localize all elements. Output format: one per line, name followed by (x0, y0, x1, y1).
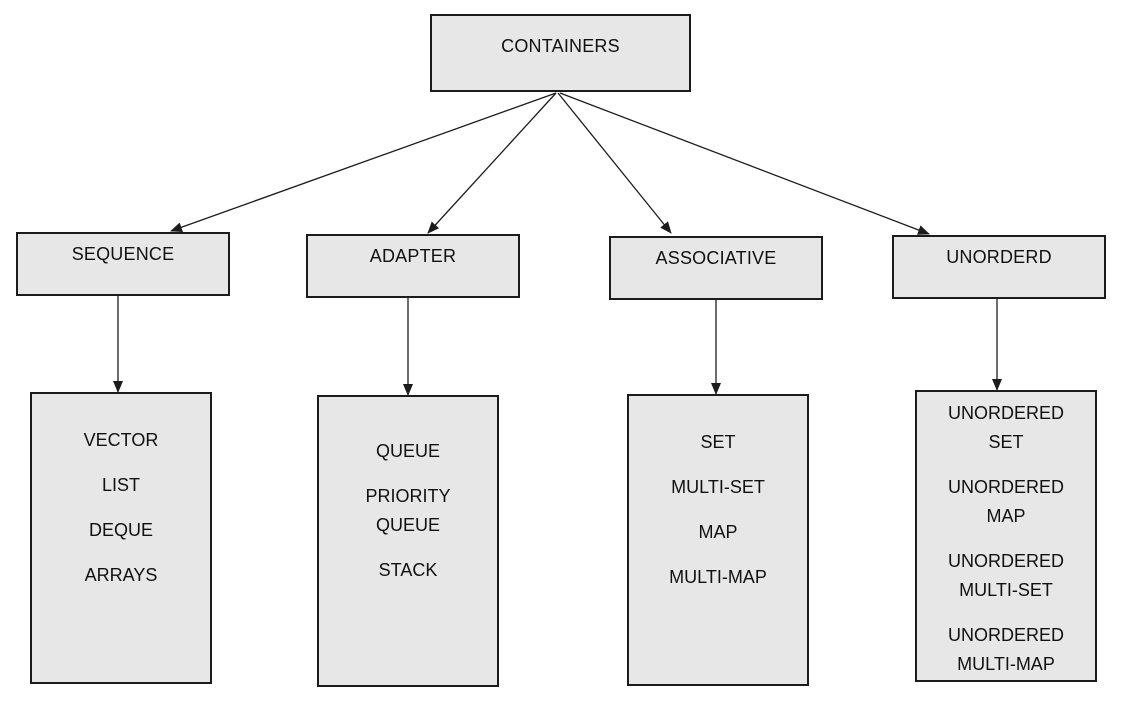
list-item: UNORDERED MULTI-MAP (947, 625, 1064, 674)
list-item: SET (700, 432, 736, 452)
list-item: QUEUE (375, 441, 440, 461)
list-item: STACK (378, 560, 438, 580)
list-item: LIST (101, 475, 140, 495)
category-node-unordered: UNORDERD (892, 235, 1106, 299)
list-item: MULTI-MAP (669, 567, 767, 587)
list-item: VECTOR (83, 430, 159, 450)
category-node-adapter: ADAPTER (306, 234, 520, 298)
root-node: CONTAINERS (430, 14, 691, 92)
unordered-items-box: UNORDERED SET UNORDERED MAP UNORDERED MU… (915, 390, 1097, 682)
category-label: ADAPTER (369, 246, 457, 266)
arrow-root-to-sequence (170, 92, 557, 232)
associative-items-box: SET MULTI-SET MAP MULTI-MAP (627, 394, 809, 686)
arrow-root-to-unordered (559, 92, 930, 235)
list-item: ARRAYS (84, 565, 158, 585)
category-label: UNORDERD (946, 247, 1052, 267)
category-node-sequence: SEQUENCE (16, 232, 230, 296)
list-item: DEQUE (88, 520, 153, 540)
arrow-root-to-adapter (427, 92, 557, 234)
list-item: UNORDERED SET (947, 403, 1064, 452)
category-label: ASSOCIATIVE (655, 248, 777, 268)
root-label: CONTAINERS (501, 36, 620, 56)
list-item: PRIORITY QUEUE (365, 486, 451, 535)
sequence-items-box: VECTOR LIST DEQUE ARRAYS (30, 392, 212, 684)
arrow-root-to-associative (557, 92, 672, 234)
list-item: MULTI-SET (671, 477, 765, 497)
adapter-items-box: QUEUE PRIORITY QUEUE STACK (317, 395, 499, 687)
list-item: MAP (698, 522, 738, 542)
list-item: UNORDERED MAP (947, 477, 1064, 526)
category-node-associative: ASSOCIATIVE (609, 236, 823, 300)
category-label: SEQUENCE (71, 244, 175, 264)
list-item: UNORDERED MULTI-SET (947, 551, 1064, 600)
